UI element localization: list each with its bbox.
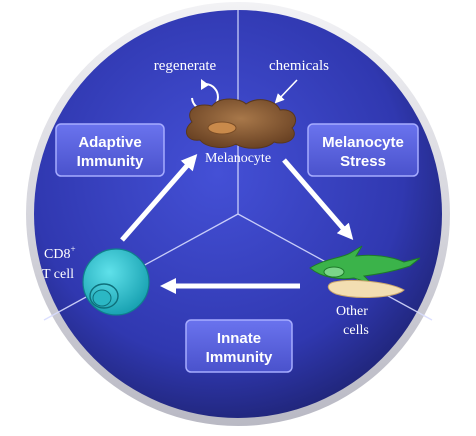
stress-label-line2: Stress	[340, 153, 386, 170]
arrow-melanocyte-to-other-cells	[282, 158, 354, 241]
innate-immunity-box: Innate Immunity	[185, 319, 293, 373]
adaptive-label-line1: Adaptive	[78, 134, 141, 151]
adaptive-immunity-box: Adaptive Immunity	[55, 123, 165, 177]
stress-label-line1: Melanocyte	[322, 134, 404, 151]
t-cell	[82, 248, 150, 316]
tcell-label: T cell	[42, 267, 74, 282]
chemicals-arrow	[274, 79, 298, 104]
adaptive-label-line2: Immunity	[77, 153, 144, 170]
innate-label-line1: Innate	[217, 330, 261, 347]
other-cells-label-line1: Other	[336, 304, 368, 319]
melanocyte-stress-box: Melanocyte Stress	[307, 123, 419, 177]
chemicals-label: chemicals	[269, 58, 329, 74]
innate-label-line2: Immunity	[206, 349, 273, 366]
cd8-label: CD8+	[44, 244, 76, 262]
other-cells-label-line2: cells	[343, 323, 369, 338]
melanocyte-label: Melanocyte	[205, 151, 271, 166]
arrow-tcell-to-melanocyte	[120, 153, 198, 242]
melanocyte-cell	[185, 98, 296, 149]
other-cells	[309, 245, 421, 298]
regenerate-label: regenerate	[154, 58, 217, 74]
